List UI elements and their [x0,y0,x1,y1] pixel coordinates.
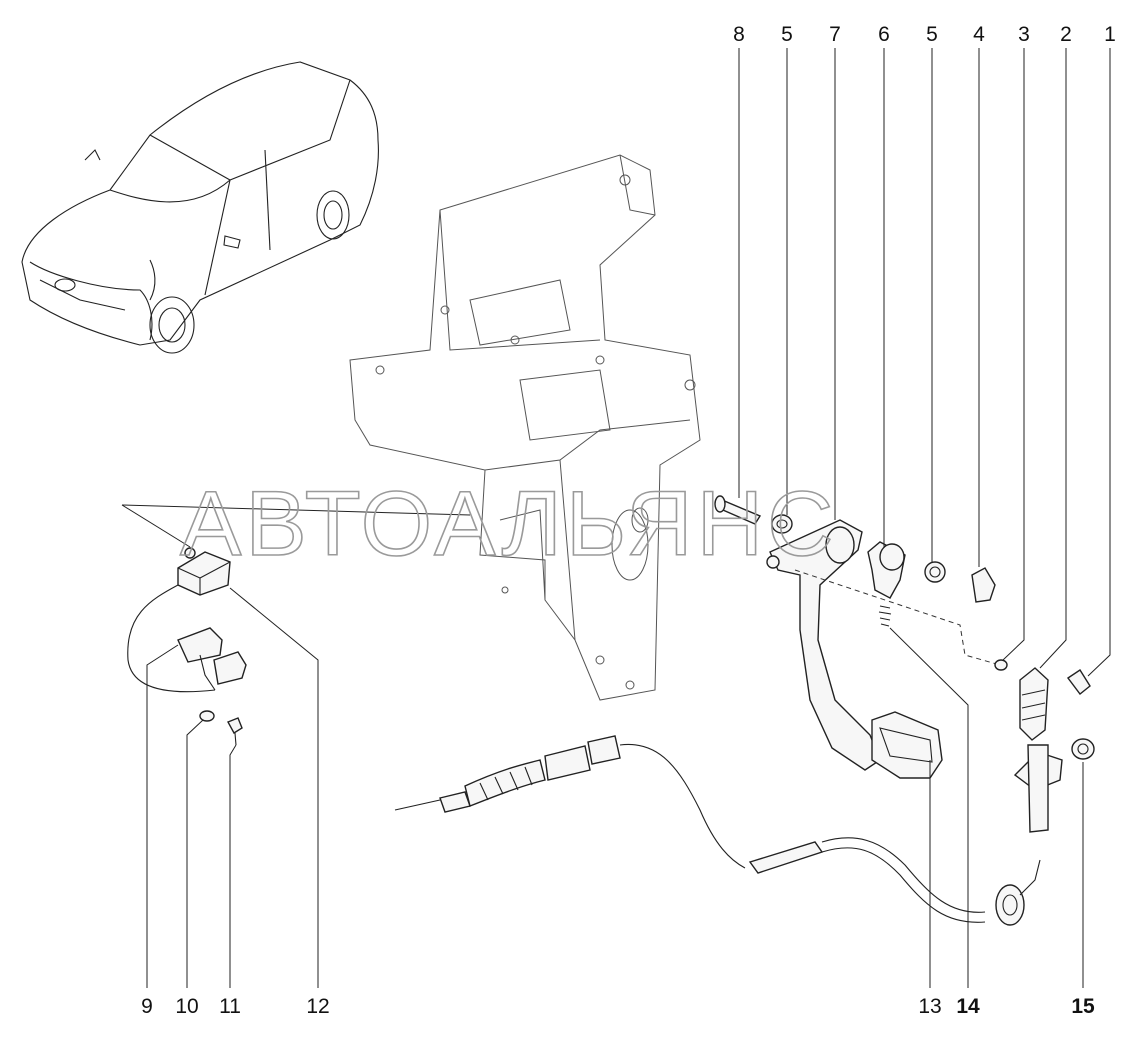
callout-7: 7 [829,23,841,46]
clip-part-4 [971,567,996,603]
screw-part-11 [227,717,243,734]
nut-part-15 [1071,738,1095,760]
callout-10: 10 [175,995,198,1018]
washer-part-10 [199,710,215,722]
sensor-assembly [127,547,247,746]
callout-3: 3 [1018,23,1030,46]
car-illustration [21,61,379,354]
callout-9: 9 [141,995,153,1018]
bushing-part-5b [924,561,946,583]
pedal-pad-part-13 [871,711,943,779]
callout-12: 12 [306,995,329,1018]
watermark: АВТОАЛЬЯНС [180,473,838,575]
callout-2: 2 [1060,23,1072,46]
switch-part-2 [1019,667,1049,741]
callout-5-right: 5 [926,23,938,46]
cable-assembly [394,735,1041,926]
nut-part-3 [994,659,1008,671]
bushing-part-5a [771,514,793,534]
callout-labels: 8 5 7 6 5 4 3 2 1 9 10 11 12 13 14 15 [141,23,1116,1018]
pedal-assembly [714,495,1001,779]
pedal-bracket [349,154,701,701]
callout-1: 1 [1104,23,1116,46]
clip-part-1 [1066,669,1091,695]
switch-assembly [994,659,1095,833]
callout-6: 6 [878,23,890,46]
callout-15: 15 [1071,995,1095,1018]
callout-14: 14 [956,995,980,1018]
callout-11: 11 [219,995,241,1018]
callout-13: 13 [918,995,941,1018]
callout-5-left: 5 [781,23,793,46]
spring-part-14 [878,605,892,627]
leader-lines [121,48,1111,988]
callout-4: 4 [973,23,985,46]
callout-8: 8 [733,23,745,46]
